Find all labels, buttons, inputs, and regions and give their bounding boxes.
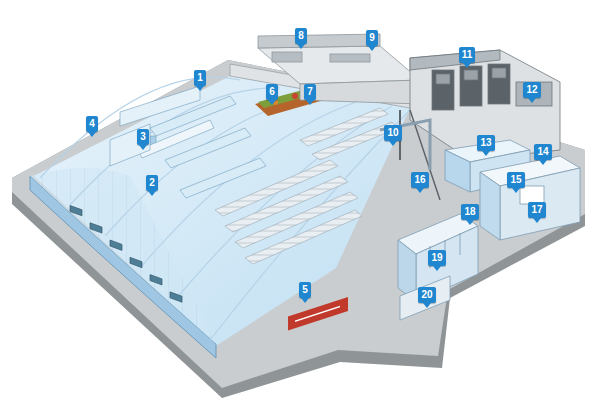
- callout-number: 6: [266, 84, 278, 100]
- callout-text: 8: [295, 28, 307, 44]
- callout-number: 1: [194, 70, 206, 86]
- callout-number: 14: [534, 144, 551, 160]
- checkouts: [70, 205, 182, 302]
- callout-text: 18: [461, 204, 478, 220]
- callout-number: 9: [366, 30, 378, 46]
- callout-number: 16: [411, 172, 428, 188]
- callout-number: 10: [384, 125, 401, 141]
- callout-text: 14: [534, 144, 551, 160]
- callout-number: 20: [418, 287, 435, 303]
- callout-number: 17: [528, 202, 545, 218]
- callout-number: 2: [146, 175, 158, 191]
- callout-text: 9: [366, 30, 378, 46]
- callout-text: 20: [418, 287, 435, 303]
- roof-arches: [40, 77, 410, 340]
- callout-text: 16: [411, 172, 428, 188]
- callout-text: 17: [528, 202, 545, 218]
- back-rooms: [258, 34, 420, 104]
- cold-rooms: [398, 140, 580, 320]
- entrance-sign: [288, 297, 348, 330]
- callout-text: 11: [459, 47, 476, 63]
- callout-text: 15: [507, 172, 524, 188]
- refrigerated-cabinets: [110, 86, 266, 198]
- callout-text: 13: [477, 135, 494, 151]
- callout-text: 19: [428, 250, 445, 266]
- callout-number: 3: [137, 129, 149, 145]
- callout-number: 5: [299, 282, 311, 298]
- callout-number: 19: [428, 250, 445, 266]
- callout-number: 12: [523, 82, 540, 98]
- callout-text: 2: [146, 175, 158, 191]
- callout-number: 11: [459, 47, 476, 63]
- callout-text: 6: [266, 84, 278, 100]
- callout-text: 3: [137, 129, 149, 145]
- callout-number: 8: [295, 28, 307, 44]
- callout-text: 4: [86, 116, 98, 132]
- callout-text: 7: [304, 84, 316, 100]
- callout-text: 12: [523, 82, 540, 98]
- callout-number: 15: [507, 172, 524, 188]
- callout-number: 7: [304, 84, 316, 100]
- callout-number: 4: [86, 116, 98, 132]
- callout-text: 1: [194, 70, 206, 86]
- callout-number: 18: [461, 204, 478, 220]
- callout-number: 13: [477, 135, 494, 151]
- callout-text: 10: [384, 125, 401, 141]
- callout-text: 5: [299, 282, 311, 298]
